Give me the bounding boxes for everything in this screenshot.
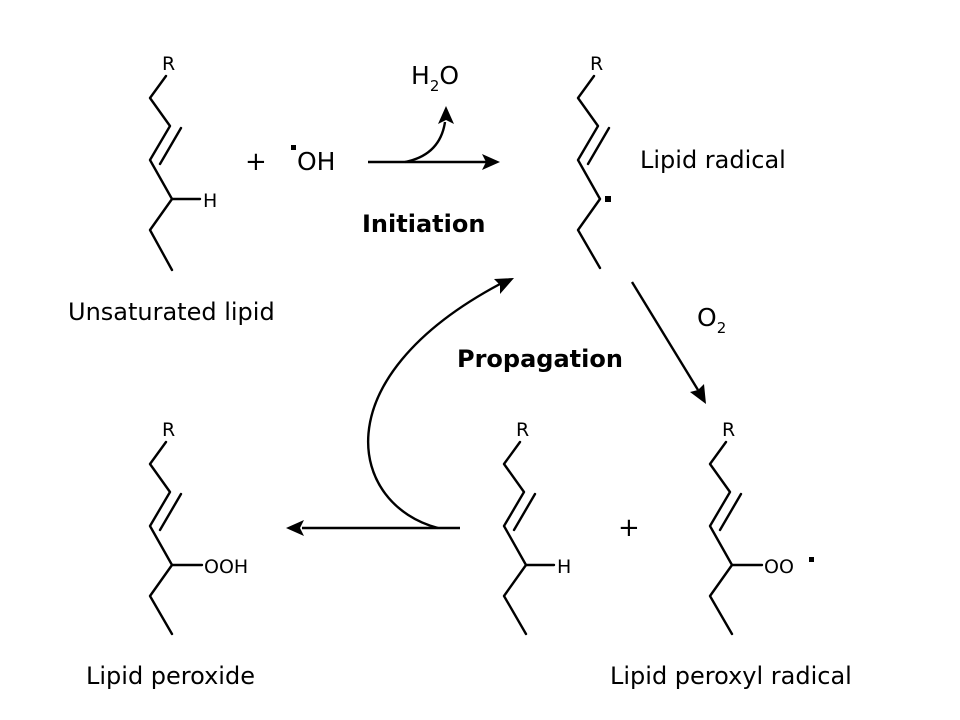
hydroperoxy-label: OOH [204,556,248,578]
lipid-peroxide-structure: R OOH [148,419,248,636]
carbon-chain [148,440,174,636]
r-group-label: R [162,419,175,441]
propagation-cycle-curve [366,282,501,530]
peroxyl-radical-dot [809,557,814,562]
r-group-label: R [516,419,529,441]
r-group-label: R [590,53,603,75]
lipid-peroxide-label: Lipid peroxide [86,662,255,690]
initiation-label: Initiation [362,210,485,238]
plus-sign-top: + [245,147,267,177]
oxygen-addition-arrow-line [630,281,700,391]
r-group-label: R [722,419,735,441]
carbon-chain [708,440,734,636]
unsaturated-lipid-structure: R H [148,53,217,272]
double-bond-line [158,492,183,532]
lipid-radical-label: Lipid radical [640,146,786,174]
water-release-curve [404,121,447,164]
peroxyl-label: OO [764,556,794,578]
r-group-label: R [162,53,175,75]
initiation-arrowhead [482,154,500,170]
water-label: H2O [411,61,459,95]
radical-dot [605,196,611,202]
lipid-peroxyl-radical-label: Lipid peroxyl radical [610,662,852,690]
plus-sign-bottom: + [618,513,640,543]
carbon-chain [148,74,174,272]
hydrogen-label: H [557,556,571,578]
carbon-chain [576,74,602,270]
oxygen-addition-arrowhead [690,384,706,404]
carbon-chain [502,440,528,636]
unsaturated-lipid-label: Unsaturated lipid [68,298,275,326]
double-bond-line [586,126,611,166]
double-bond-line [512,492,537,532]
unsaturated-lipid-structure-2: R H [502,419,571,636]
hydroxyl-radical-dot [291,145,296,150]
lipid-radical-structure: R [576,53,611,270]
double-bond-line [158,126,183,166]
peroxide-formation-arrowhead [286,520,304,536]
oxygen-label: O2 [697,303,726,337]
propagation-cycle-arrowhead [494,278,514,294]
water-release-arrowhead [438,106,454,124]
lipid-peroxyl-radical-structure: R OO [708,419,814,636]
hydrogen-label: H [203,190,217,212]
hydroxyl-radical-label: OH [297,147,335,176]
double-bond-line [718,492,743,532]
propagation-label: Propagation [457,345,623,373]
